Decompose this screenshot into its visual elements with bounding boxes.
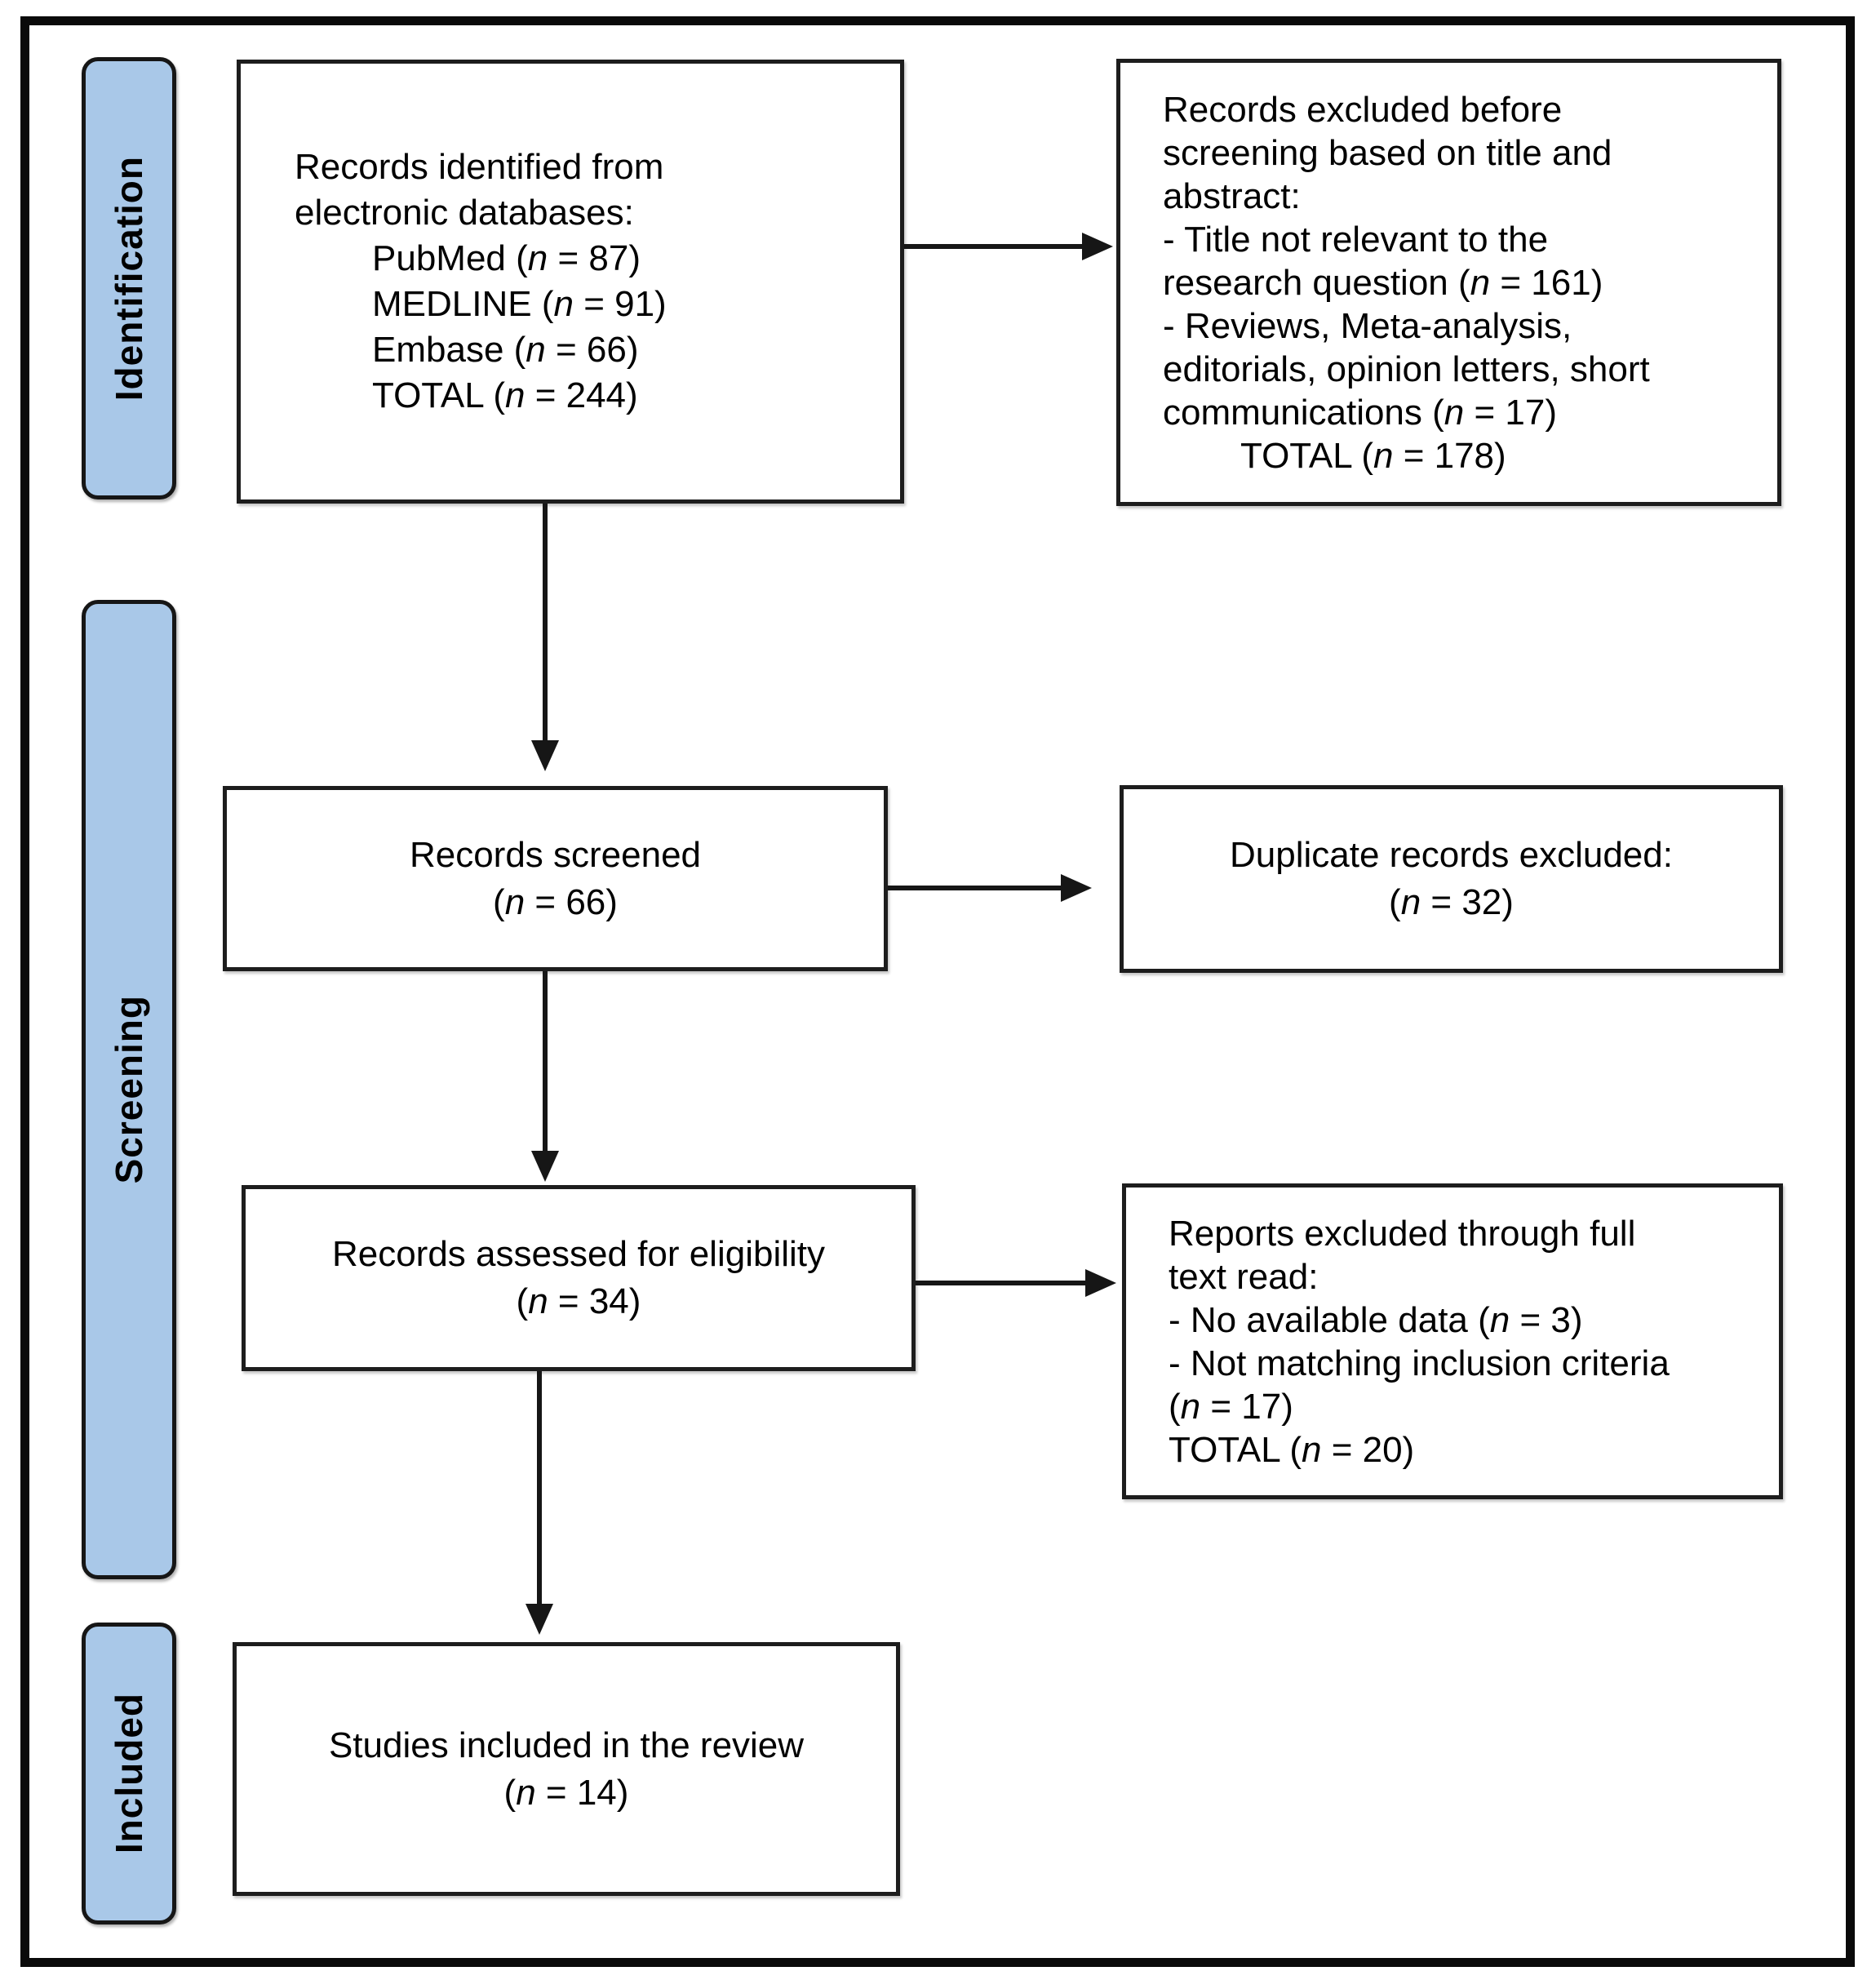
box-records-screened: Records screened (n = 66) [223,786,888,971]
stage-label-included: Included [82,1623,176,1925]
box-text-line: editorials, opinion letters, short [1163,348,1650,389]
arrow-head [1082,233,1113,260]
arrow-shaft [537,1371,542,1604]
box-text-line: Studies included in the review [328,1725,805,1765]
box-duplicate-records-excluded: Duplicate records excluded: (n = 32) [1120,785,1783,973]
stage-label-screening-text: Screening [108,995,150,1184]
box-text-line: Records screened [409,834,702,875]
box-text-line: MEDLINE (n = 91) [372,284,667,324]
box-text-line: TOTAL (n = 20) [1169,1429,1415,1470]
box-text-line: (n = 14) [503,1772,629,1813]
box-text-line: Records assessed for eligibility [331,1234,826,1274]
box-text-line: Duplicate records excluded: [1230,835,1673,875]
figure-border [20,16,1855,1967]
box-text-line: abstract: [1163,175,1301,216]
box-text-line: electronic databases: [295,193,634,233]
arrow-shaft [543,504,548,740]
box-text-line: Records excluded before [1163,89,1563,130]
stage-label-screening: Screening [82,600,176,1579]
box-text-line: Reports excluded through full [1169,1213,1636,1254]
arrow-head [1061,874,1092,902]
box-text-line: (n = 34) [516,1281,641,1321]
stage-label-identification-text: Identification [108,155,150,402]
box-text-line: Embase (n = 66) [372,330,639,370]
box-text-line: research question (n = 161) [1163,262,1603,303]
box-text-line: (n = 66) [493,881,618,922]
box-text-line: text read: [1169,1256,1319,1297]
arrow-head [1085,1269,1116,1297]
box-records-assessed: Records assessed for eligibility (n = 34) [242,1185,916,1371]
arrow-shaft [904,244,1082,249]
box-text-line: - Reviews, Meta-analysis, [1163,305,1572,346]
box-text-line: (n = 32) [1389,882,1514,922]
arrow-shaft [888,886,1061,890]
arrow-head [531,740,559,771]
box-text-line: - Not matching inclusion criteria [1169,1343,1670,1383]
arrow-head [531,1151,559,1182]
box-text-line: Records identified from [295,147,664,187]
box-text-line: PubMed (n = 87) [372,238,641,278]
arrow-head [526,1604,553,1635]
box-text-line: (n = 17) [1169,1386,1293,1427]
box-text-line: TOTAL (n = 178) [1240,435,1506,476]
arrow-shaft [916,1281,1085,1285]
box-text-line: - No available data (n = 3) [1169,1299,1583,1340]
box-text-line: communications (n = 17) [1163,392,1558,433]
box-text-line: TOTAL (n = 244) [372,375,638,415]
arrow-shaft [543,971,548,1151]
box-records-identified: Records identified from electronic databa… [237,60,904,504]
box-text-line: screening based on title and [1163,132,1612,173]
box-text-line: - Title not relevant to the [1163,219,1549,260]
stage-label-included-text: Included [108,1693,150,1854]
box-studies-included: Studies included in the review (n = 14) [233,1642,900,1896]
stage-label-identification: Identification [82,57,176,499]
